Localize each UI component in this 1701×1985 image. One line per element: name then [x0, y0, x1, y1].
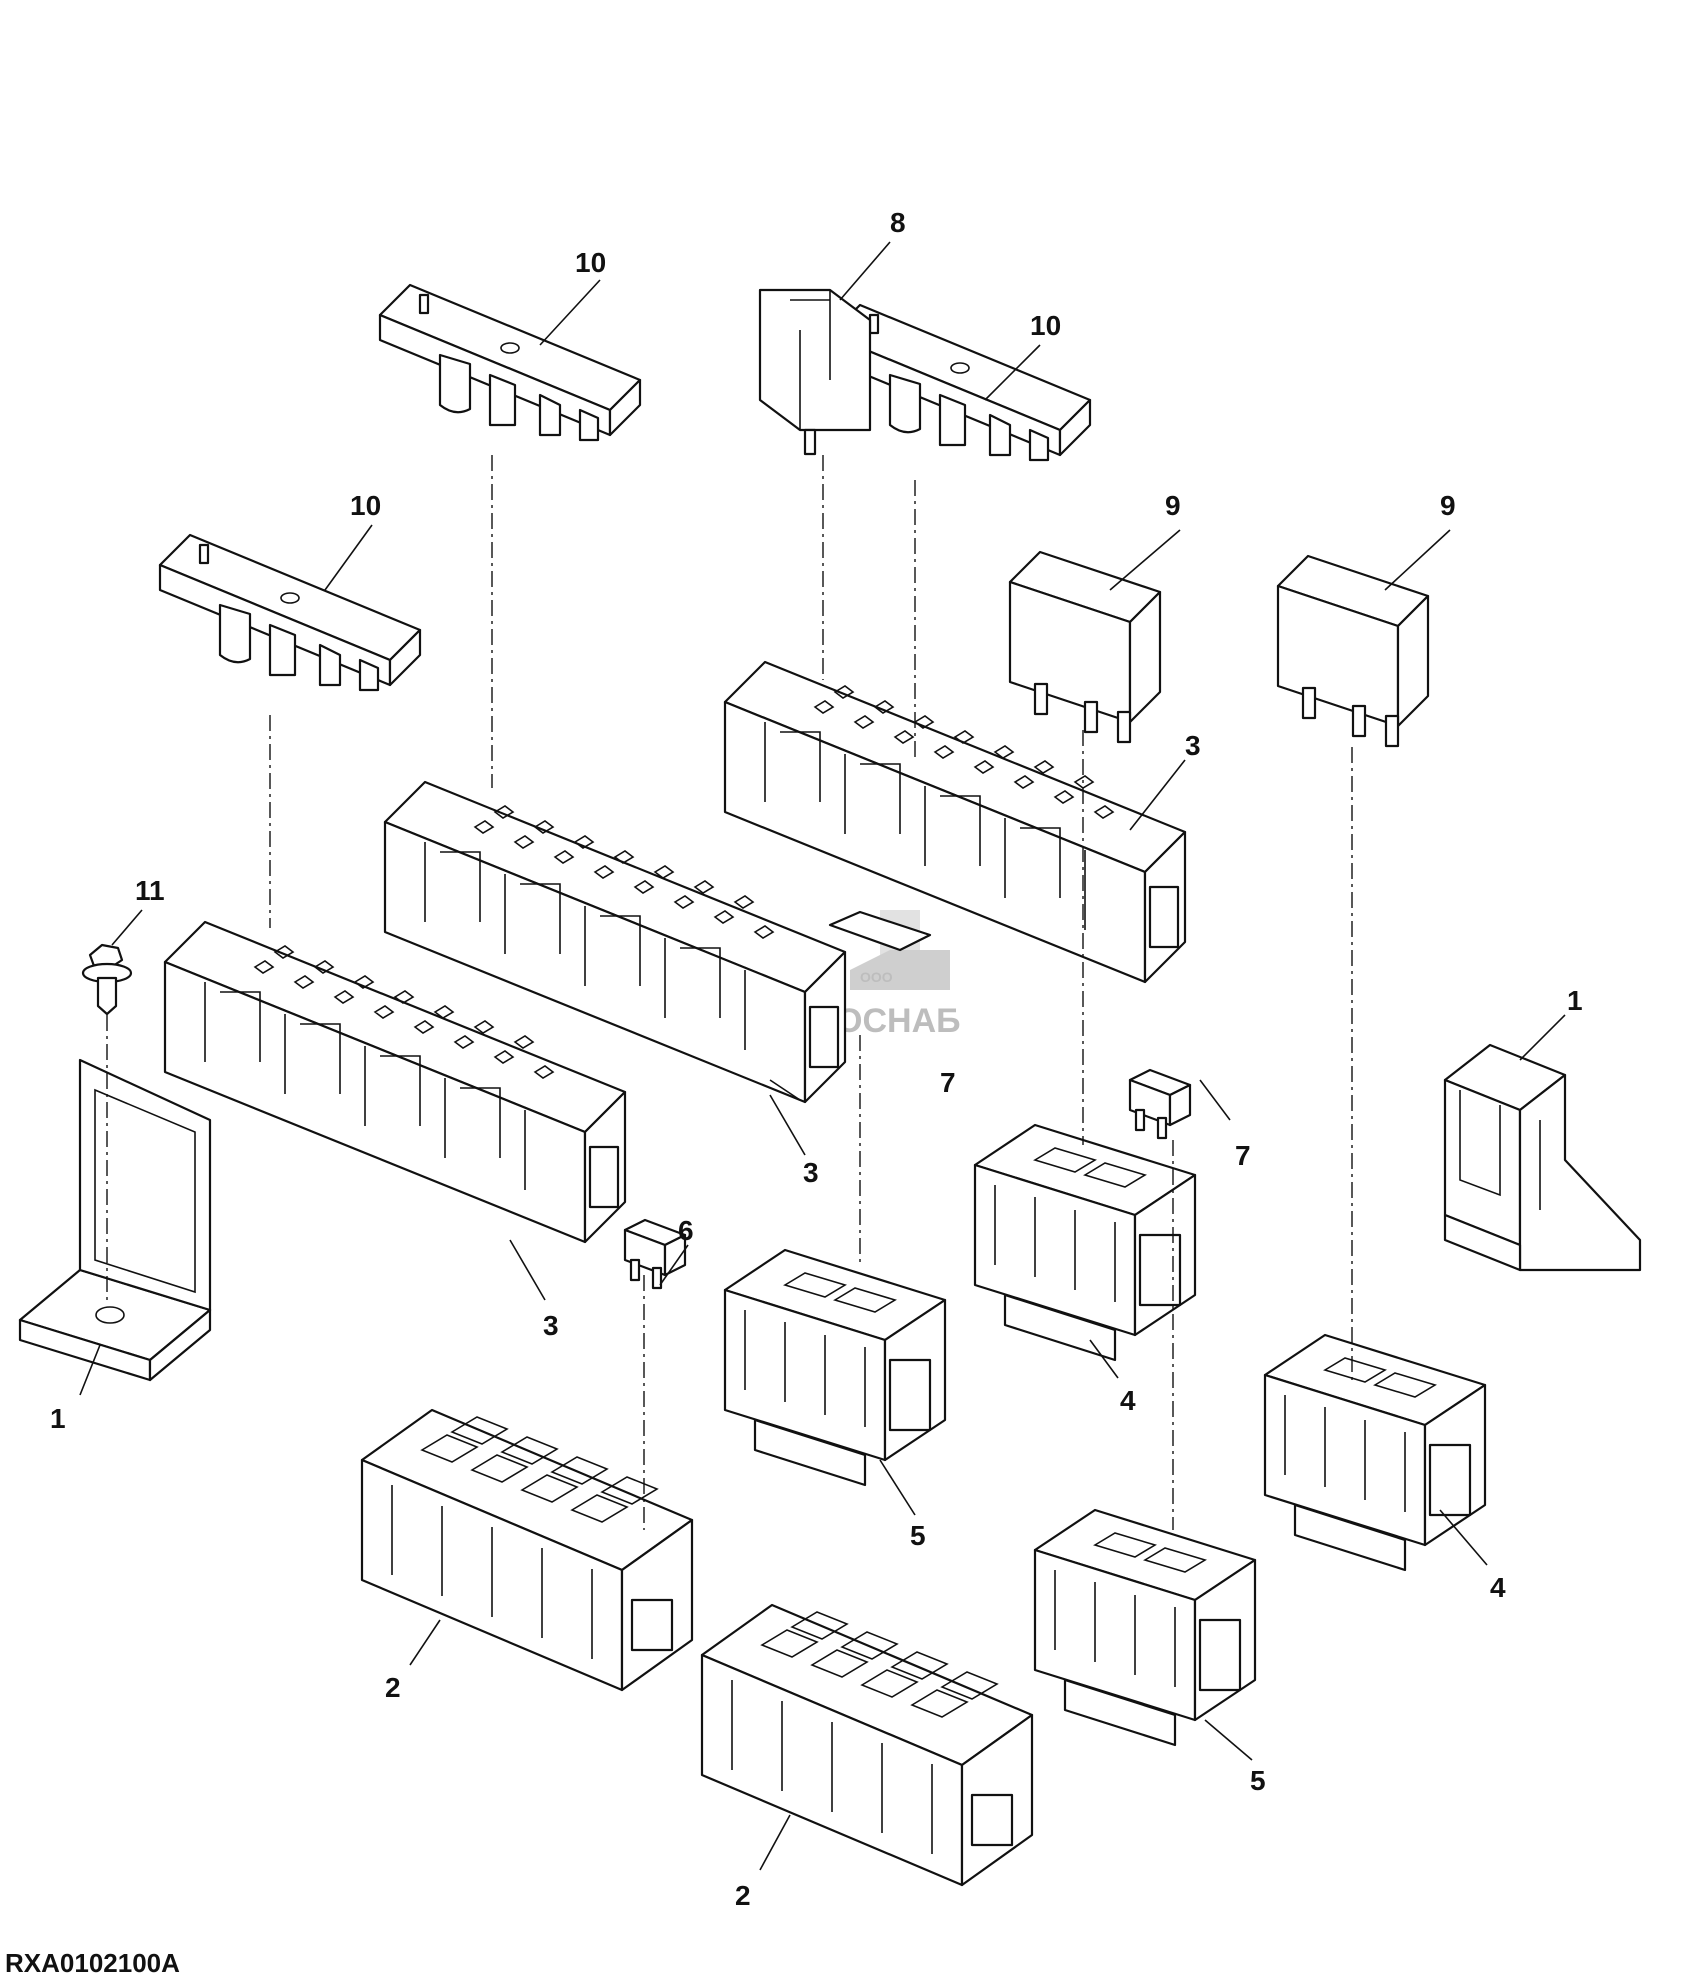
callout-labels: 1 1 2 2 3 3 3 4 4 5 5 6 7 7 8 9 9 10 10 … — [50, 207, 1583, 1911]
relay-part-9-right — [1276, 554, 1430, 748]
clip-part-7-small — [828, 910, 932, 952]
cover-part-10-left — [158, 533, 422, 692]
callout-9-right: 9 — [1440, 490, 1456, 521]
leader-lines — [79, 241, 1566, 1871]
callout-10-upper: 10 — [575, 247, 606, 278]
connector-housing-part-2-lower — [700, 1603, 1034, 1887]
callout-3-left: 3 — [543, 1310, 559, 1341]
fuse-part-6 — [623, 1218, 687, 1290]
callout-4-upper: 4 — [1120, 1385, 1136, 1416]
callout-10-right: 10 — [1030, 310, 1061, 341]
relay-socket-part-4-lower — [1263, 1333, 1487, 1572]
cover-part-10-upper — [378, 283, 642, 442]
callout-5-upper: 5 — [910, 1520, 926, 1551]
connector-part-8 — [758, 288, 872, 456]
bracket-part-1-right — [1443, 1043, 1642, 1272]
callout-6: 6 — [678, 1215, 694, 1246]
callout-1-left: 1 — [50, 1403, 66, 1434]
callout-2-lower: 2 — [735, 1880, 751, 1911]
callout-5-lower: 5 — [1250, 1765, 1266, 1796]
callout-3-middle: 3 — [803, 1157, 819, 1188]
callout-1-right: 1 — [1567, 985, 1583, 1016]
relay-part-9-left — [1008, 550, 1162, 744]
fuse-part-7 — [1128, 1068, 1192, 1140]
callout-4-lower: 4 — [1490, 1572, 1506, 1603]
callout-3-right: 3 — [1185, 730, 1201, 761]
relay-socket-part-5-upper — [723, 1248, 947, 1487]
watermark-org: ООО — [860, 969, 893, 985]
connector-housing-part-2-upper — [360, 1408, 694, 1692]
callout-9-left: 9 — [1165, 490, 1181, 521]
callout-7-right: 7 — [1235, 1140, 1251, 1171]
relay-socket-part-5-lower — [1033, 1508, 1257, 1747]
callout-8: 8 — [890, 207, 906, 238]
relay-socket-part-4-upper — [973, 1123, 1197, 1362]
callout-11: 11 — [135, 875, 165, 906]
bracket-part-1-left — [18, 1058, 212, 1382]
diagram-code: RXA0102100A — [5, 1948, 180, 1978]
callout-7-middle: 7 — [940, 1067, 956, 1098]
callout-2-upper: 2 — [385, 1672, 401, 1703]
alignment-lines — [106, 455, 1353, 1530]
bolt-part-11 — [81, 943, 133, 1016]
callout-10-left: 10 — [350, 490, 381, 521]
